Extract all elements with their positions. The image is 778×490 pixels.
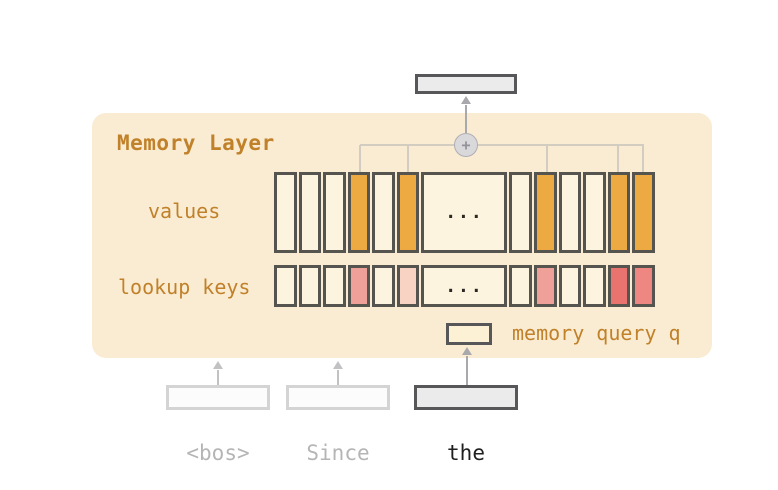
values-cell [509,172,533,253]
values-cell-orange [607,172,631,253]
keys-cell [323,265,346,307]
keys-cell [372,265,395,307]
keys-cell-pink [347,265,371,307]
connector-line-drop [407,145,409,172]
connector-line-drop [546,145,548,172]
arrow-query-line [466,356,468,385]
values-label: values [148,199,221,223]
keys-cell [274,265,297,307]
arrow-output-line [465,105,467,133]
output-embedding-box [415,74,517,94]
keys-cell-redlight [632,265,655,307]
token-label-since: Since [306,441,370,465]
lookup-keys-label: lookup keys [118,275,251,299]
values-cell-orange [632,172,655,253]
keys-cell-red [607,265,631,307]
panel-title: Memory Layer [117,131,275,155]
arrow-since-line [337,370,339,385]
keys-cell-dots: ... [421,265,508,307]
arrow-up-icon [333,361,343,369]
token-embedding-box-bos [166,385,270,410]
values-cell [583,172,606,253]
memory-query-box [446,323,492,345]
values-cell [274,172,297,253]
values-cell-orange [347,172,371,253]
token-embedding-box-the [414,385,518,410]
connector-line-drop [617,145,619,172]
connector-line-drop [642,145,644,172]
keys-cell [558,265,582,307]
values-row: ... [274,172,655,253]
values-cell-orange [396,172,420,253]
token-label-the: the [447,441,485,465]
token-embedding-box-since [286,385,390,410]
connector-line-horizontal [360,144,644,146]
keys-cell-pink [534,265,557,307]
keys-cell-pinklight [396,265,420,307]
arrow-up-icon [461,96,471,104]
keys-cell [509,265,533,307]
arrow-bos-line [217,370,219,385]
keys-cell [583,265,606,307]
plus-icon: + [461,135,471,154]
values-cell [372,172,395,253]
arrow-up-icon [213,361,223,369]
connector-line-drop [359,145,361,172]
values-cell-orange [534,172,557,253]
token-label-bos: <bos> [186,441,250,465]
keys-cell [298,265,322,307]
values-cell [298,172,322,253]
sum-node: + [454,133,478,157]
lookup-keys-row: ... [274,265,655,307]
values-cell-dots: ... [421,172,508,253]
values-cell [323,172,346,253]
memory-query-label: memory query q [512,321,681,345]
values-cell [558,172,582,253]
arrow-up-icon [462,347,472,355]
